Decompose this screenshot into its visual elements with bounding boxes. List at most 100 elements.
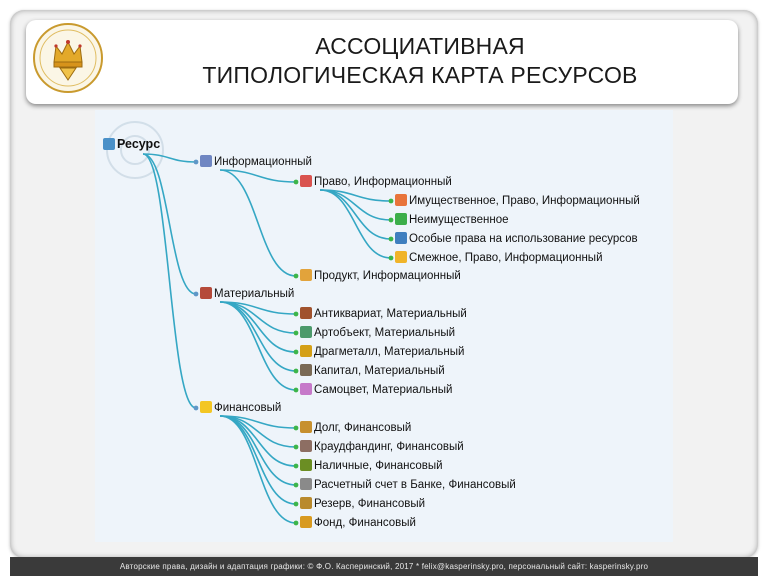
leaf-node-label: Продукт, Информационный xyxy=(314,270,461,282)
info-icon xyxy=(200,155,212,167)
bank-icon xyxy=(300,478,312,490)
material-icon xyxy=(200,287,212,299)
leaf-node-label: Право, Информационный xyxy=(314,176,452,188)
connector-dot xyxy=(388,236,394,242)
connector-dot xyxy=(293,520,299,526)
leaf-node-label: Артобъект, Материальный xyxy=(314,327,456,339)
connector-dot xyxy=(293,349,299,355)
leaf-node[interactable]: Долг, Финансовый xyxy=(300,420,411,436)
leaf-node[interactable]: Право, Информационный xyxy=(300,174,452,190)
leaf-node[interactable]: Антиквариат, Материальный xyxy=(300,306,467,322)
leaf-node[interactable]: Краудфандинг, Финансовый xyxy=(300,439,464,455)
connector-dot xyxy=(293,387,299,393)
leaf-node[interactable]: Неимущественное xyxy=(395,212,509,228)
root-node-label: Ресурс xyxy=(117,137,161,151)
branch-node-label: Материальный xyxy=(214,288,295,300)
leaf-node-label: Самоцвет, Материальный xyxy=(314,384,453,396)
leaf-node[interactable]: Резерв, Финансовый xyxy=(300,496,425,512)
connector-dot xyxy=(293,273,299,279)
coin-sun-icon xyxy=(200,401,212,413)
connector-dot xyxy=(193,405,199,411)
page-title: АССОЦИАТИВНАЯ ТИПОЛОГИЧЕСКАЯ КАРТА РЕСУР… xyxy=(140,32,700,90)
leaf-node-label: Имущественное, Право, Информационный xyxy=(409,195,640,207)
connector-dot xyxy=(293,425,299,431)
building-icon xyxy=(300,364,312,376)
leaf-node-label: Антиквариат, Материальный xyxy=(314,308,467,320)
leaf-node[interactable]: Особые права на использование ресурсов xyxy=(395,231,638,247)
leaf-node[interactable]: Самоцвет, Материальный xyxy=(300,382,452,398)
crown-emblem-icon xyxy=(32,22,104,94)
globe-icon xyxy=(395,232,407,244)
fund-icon xyxy=(300,516,312,528)
header-panel xyxy=(26,20,738,104)
connector-child-grandchild xyxy=(319,189,392,240)
leaf-node[interactable]: Расчетный счет в Банке, Финансовый xyxy=(300,477,516,493)
connector-branch-child xyxy=(219,415,297,505)
leaf-node-label: Долг, Финансовый xyxy=(314,422,412,434)
title-line-1: АССОЦИАТИВНАЯ xyxy=(315,33,525,59)
crowd-icon xyxy=(300,440,312,452)
connector-root-branch xyxy=(142,153,197,409)
connector-branch-child xyxy=(219,301,297,334)
title-line-2: ТИПОЛОГИЧЕСКАЯ КАРТА РЕСУРСОВ xyxy=(202,62,638,88)
connector-dot xyxy=(193,291,199,297)
connector-dot xyxy=(293,463,299,469)
diamond-icon xyxy=(395,194,407,206)
connector-dot xyxy=(388,217,394,223)
leaf-node-label: Смежное, Право, Информационный xyxy=(409,252,603,264)
leaf-node[interactable]: Драгметалл, Материальный xyxy=(300,344,464,360)
resource-icon xyxy=(103,138,115,150)
branch-node[interactable]: Материальный xyxy=(200,286,294,302)
branch-node[interactable]: Финансовый xyxy=(200,400,281,416)
law-icon xyxy=(300,175,312,187)
root-node[interactable]: Ресурс xyxy=(103,136,160,152)
painting-icon xyxy=(300,326,312,338)
connector-dot xyxy=(293,311,299,317)
leaf-node-label: Наличные, Финансовый xyxy=(314,460,443,472)
connector-dot xyxy=(293,482,299,488)
connector-branch-child xyxy=(219,415,297,524)
connector-branch-child xyxy=(219,169,297,183)
leaf-node[interactable]: Капитал, Материальный xyxy=(300,363,445,379)
branch-node-label: Финансовый xyxy=(214,402,282,414)
leaf-node-label: Фонд, Финансовый xyxy=(314,517,416,529)
leaf-node[interactable]: Смежное, Право, Информационный xyxy=(395,250,603,266)
connector-dot xyxy=(293,179,299,185)
branch-node[interactable]: Информационный xyxy=(200,154,312,170)
checkmark-icon xyxy=(395,213,407,225)
vase-icon xyxy=(300,307,312,319)
gear-decoration xyxy=(106,121,164,179)
connector-dot xyxy=(193,159,199,165)
connector-dot xyxy=(388,198,394,204)
mind-map-connectors xyxy=(106,121,394,526)
connector-dot xyxy=(388,255,394,261)
footer-copyright: Авторские права, дизайн и адаптация граф… xyxy=(10,557,758,576)
connector-root-branch xyxy=(142,153,197,163)
connector-dot xyxy=(293,330,299,336)
leaf-node[interactable]: Артобъект, Материальный xyxy=(300,325,455,341)
cash-icon xyxy=(300,459,312,471)
leaf-node[interactable]: Имущественное, Право, Информационный xyxy=(395,193,640,209)
leaf-node-label: Резерв, Финансовый xyxy=(314,498,426,510)
connector-dot xyxy=(293,368,299,374)
cloud-icon xyxy=(300,269,312,281)
branch-node-label: Информационный xyxy=(214,156,312,168)
reserve-icon xyxy=(300,497,312,509)
connector-dot xyxy=(293,501,299,507)
gold-bars-icon xyxy=(300,345,312,357)
connector-branch-child xyxy=(219,415,297,486)
connector-branch-child xyxy=(219,301,297,372)
leaf-node[interactable]: Продукт, Информационный xyxy=(300,268,461,284)
connector-child-grandchild xyxy=(319,189,392,259)
leaf-node-label: Краудфандинг, Финансовый xyxy=(314,441,464,453)
gem-icon xyxy=(300,383,312,395)
leaf-node-label: Расчетный счет в Банке, Финансовый xyxy=(314,479,516,491)
leaf-node-label: Особые права на использование ресурсов xyxy=(409,233,638,245)
connector-branch-child xyxy=(219,169,297,277)
money-bag-icon xyxy=(300,421,312,433)
leaf-node[interactable]: Наличные, Финансовый xyxy=(300,458,443,474)
leaf-node-label: Драгметалл, Материальный xyxy=(314,346,465,358)
connector-branch-child xyxy=(219,301,297,391)
leaf-node[interactable]: Фонд, Финансовый xyxy=(300,515,416,531)
